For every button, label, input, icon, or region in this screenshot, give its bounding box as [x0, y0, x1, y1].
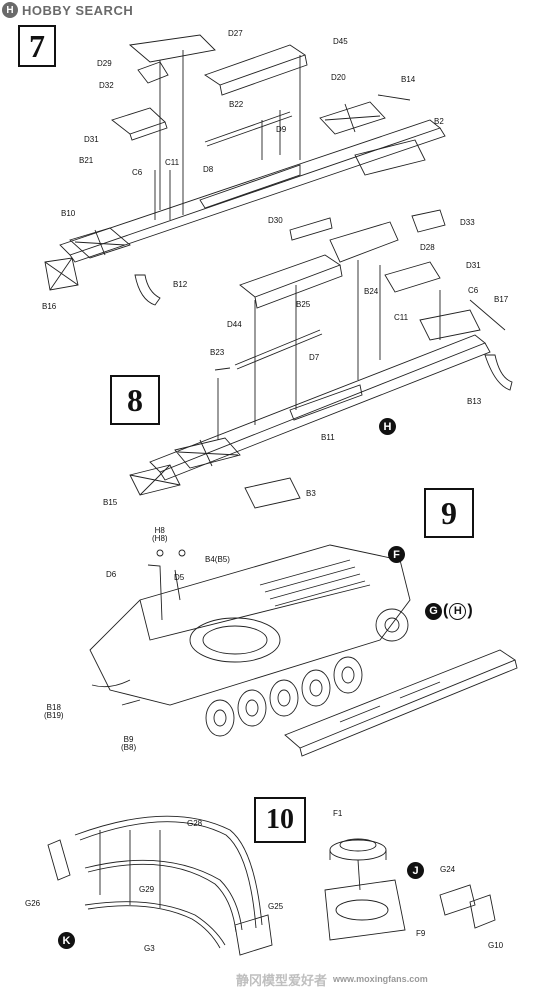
part-label-h8: H8 (H8): [152, 526, 168, 543]
step9-art: [89, 544, 518, 757]
part-label: B11: [321, 433, 335, 442]
step-number-7: 7: [18, 25, 56, 67]
ref-badge-h-alt: H: [449, 602, 467, 620]
part-label: B3: [306, 489, 316, 498]
part-label: F1: [333, 809, 343, 818]
part-label: B12: [173, 280, 188, 289]
step-number-10: 10: [254, 797, 306, 843]
part-label: D5: [174, 573, 185, 582]
watermark-footer: 静冈模型爱好者 www.moxingfans.com: [236, 970, 428, 989]
part-label: D45: [333, 37, 348, 46]
part-label: B22: [229, 100, 244, 109]
part-label: G24: [440, 865, 456, 874]
step7-art: [44, 34, 446, 306]
step8-art: [129, 209, 513, 509]
part-label: D27: [228, 29, 243, 38]
step-number-8: 8: [110, 375, 160, 425]
part-label: D8: [203, 165, 214, 174]
watermark-url: www.moxingfans.com: [333, 974, 428, 984]
part-label: G25: [268, 902, 284, 911]
part-label: G28: [187, 819, 203, 828]
part-label-b18: B18 (B19): [44, 703, 64, 720]
part-label: B16: [42, 302, 57, 311]
ref-badge-f: F: [388, 546, 405, 563]
part-label: B15: [103, 498, 118, 507]
part-label: C11: [394, 313, 409, 322]
part-label-b9: B9 (B8): [121, 735, 137, 752]
part-label: C6: [132, 168, 143, 177]
ref-badge-g: G: [425, 602, 442, 620]
part-label: D9: [276, 125, 287, 134]
ref-badge-j: J: [407, 862, 424, 879]
part-label: G10: [488, 941, 504, 950]
part-label: B17: [494, 295, 509, 304]
site-name: HOBBY SEARCH: [22, 2, 134, 18]
step10-art: [47, 815, 496, 956]
part-label: D33: [460, 218, 475, 227]
watermark-chinese: 静冈模型爱好者: [236, 973, 328, 989]
hobbysearch-logo-icon: H: [2, 2, 18, 18]
part-label: B10: [61, 209, 76, 218]
part-label: G29: [139, 885, 155, 894]
part-label: D29: [97, 59, 112, 68]
part-label: C11: [165, 158, 180, 167]
ref-badge-h-step8: H: [379, 418, 396, 435]
part-label: D31: [84, 135, 99, 144]
part-label: F9: [416, 929, 426, 938]
part-label: D7: [309, 353, 320, 362]
hobbysearch-header: H HOBBY SEARCH: [0, 0, 539, 20]
part-label: B2: [434, 117, 444, 126]
part-label: D20: [331, 73, 346, 82]
part-label: B14: [401, 75, 416, 84]
part-label: D44: [227, 320, 242, 329]
part-label: B23: [210, 348, 225, 357]
part-label: B21: [79, 156, 94, 165]
part-label: B25: [296, 300, 311, 309]
part-label: D6: [106, 570, 117, 579]
part-label: D28: [420, 243, 435, 252]
ref-badge-k: K: [58, 932, 75, 949]
part-label: C6: [468, 286, 479, 295]
part-label: G3: [144, 944, 155, 953]
part-label: G26: [25, 899, 41, 908]
part-label: D31: [466, 261, 481, 270]
ref-badge-g-h: G ( H ): [425, 602, 473, 620]
part-label: D30: [268, 216, 283, 225]
part-label: B24: [364, 287, 379, 296]
step-number-9: 9: [424, 488, 474, 538]
part-label: D32: [99, 81, 114, 90]
part-label: B4(B5): [205, 555, 230, 564]
part-label: B13: [467, 397, 482, 406]
